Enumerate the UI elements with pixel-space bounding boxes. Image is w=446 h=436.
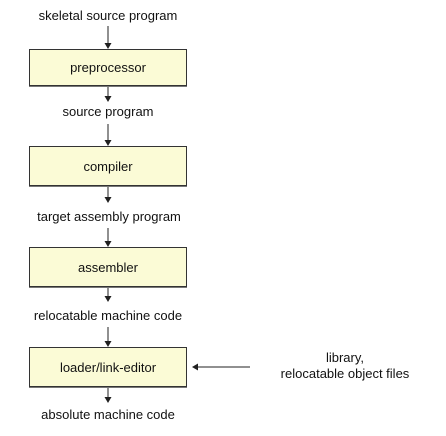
arrowhead-left-loader (192, 363, 198, 371)
arrowhead-down-absolute-code (104, 397, 112, 403)
library-label: library, (325, 350, 365, 365)
arrowhead-down-compiler (104, 140, 112, 146)
source-program-label: source program (62, 104, 154, 119)
absolute-machine-code-label: absolute machine code (41, 407, 175, 422)
skeletal-source-program-label: skeletal source program (38, 8, 178, 23)
arrowhead-down-target-assembly (104, 197, 112, 203)
arrowhead-down-source-program (104, 96, 112, 102)
assembler-box: assembler (29, 247, 187, 287)
arrowhead-down-relocatable-code (104, 296, 112, 302)
compiler-box: compiler (29, 146, 187, 186)
arrowhead-down-assembler (104, 241, 112, 247)
arrowhead-down-loader (104, 341, 112, 347)
compiler-label: compiler (83, 159, 133, 174)
target-assembly-program-label: target assembly program (37, 209, 181, 224)
loader-link-editor-box: loader/link-editor (29, 347, 187, 387)
relocatable-object-files-label: relocatable object files (280, 366, 410, 381)
loader-link-editor-label: loader/link-editor (59, 360, 157, 375)
preprocessor-box: preprocessor (29, 49, 187, 86)
arrowhead-down-preprocessor (104, 43, 112, 49)
preprocessor-label: preprocessor (70, 60, 146, 75)
assembler-label: assembler (78, 260, 138, 275)
relocatable-machine-code-label: relocatable machine code (33, 308, 183, 323)
